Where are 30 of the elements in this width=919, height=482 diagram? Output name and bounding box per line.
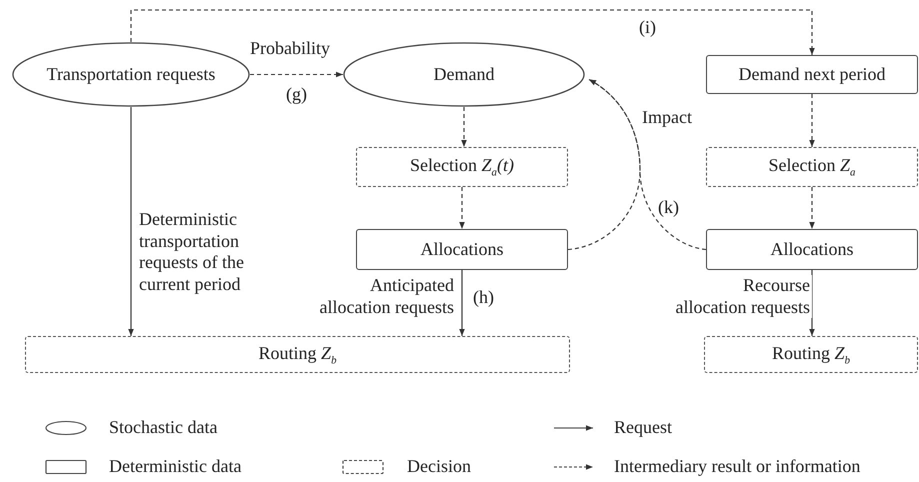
stochastic-data-ellipse [12,42,250,107]
deterministic-data-box [356,229,568,270]
deterministic-data-box [706,229,918,270]
decision-box [356,147,568,187]
node-label: Transportation requests [46,64,216,85]
deterministic-data-box [706,55,918,94]
node-label: Routing Z$_{b}$ [258,342,336,366]
decision-box [706,147,918,187]
stochastic-data-ellipse [343,42,585,107]
decision-box [704,336,918,373]
arrow [809,94,815,147]
arrow [809,270,815,336]
arrow [130,9,815,55]
arrow [809,187,815,229]
arrow [461,107,467,147]
node-label: Demand next period [738,64,886,85]
arrow [459,270,465,336]
legend-label: Intermediary result or information [612,456,862,478]
node-label: Allocations [420,239,504,260]
node-label: Routing Z$_{b}$ [772,342,850,366]
node-label: Selection Z$_{a}$ [768,155,856,179]
arrow [588,79,706,250]
node-label: Allocations [770,239,854,260]
arrow [250,72,343,78]
node-label: Demand [434,64,494,85]
decision-box [25,336,570,373]
arrow [128,107,134,336]
arrow [459,187,465,229]
arrow [568,79,641,250]
node-label: Selection Z$_{a}$(t) [410,155,514,179]
